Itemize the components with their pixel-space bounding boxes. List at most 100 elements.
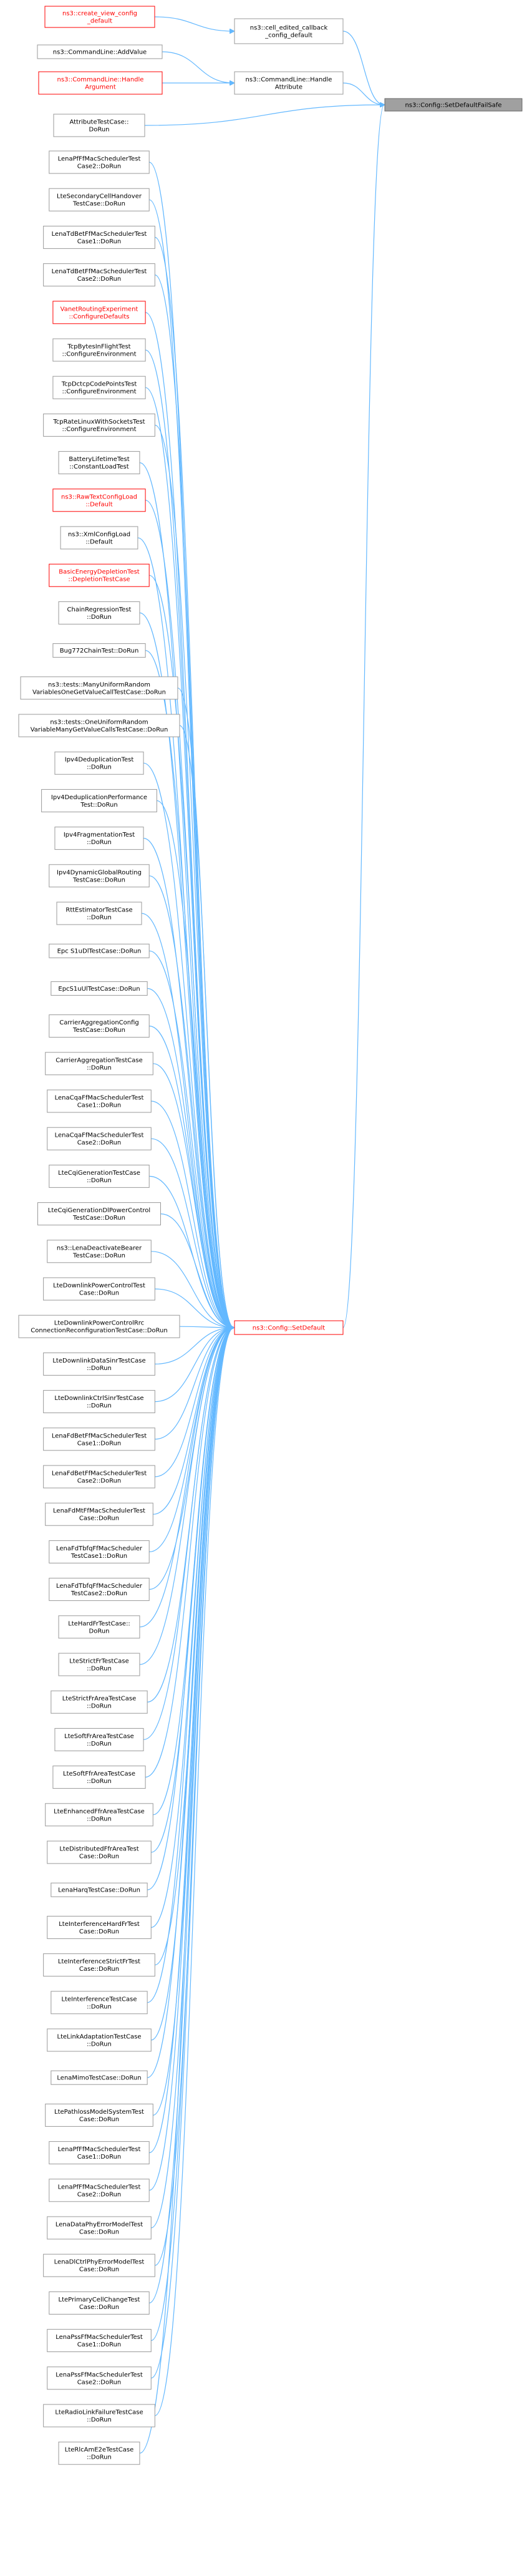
node-label: ::DoRun xyxy=(87,1666,112,1673)
node-box xyxy=(43,1352,155,1376)
caller-node[interactable]: LenaHarqTestCase::DoRun xyxy=(51,1882,148,1897)
node-label: Test::DoRun xyxy=(80,802,117,809)
node-label: TcpDctcpCodePointsTest xyxy=(61,381,137,388)
node-label: LenaCqaFfMacSchedulerTest xyxy=(55,1132,144,1139)
node-label: Case::DoRun xyxy=(79,1854,119,1860)
node-add-value[interactable]: ns3::CommandLine::AddValue xyxy=(37,44,163,59)
caller-node[interactable]: LteEnhancedFfrAreaTestCase::DoRun xyxy=(45,1803,153,1827)
node-label: Case::DoRun xyxy=(79,2116,119,2123)
caller-node[interactable]: LteStrictFrTestCase::DoRun xyxy=(58,1653,140,1676)
node-label: Case1::DoRun xyxy=(77,2154,122,2160)
caller-node[interactable]: CarrierAggregationTestCase::DoRun xyxy=(45,1052,153,1076)
caller-node[interactable]: LteDownlinkPowerControlRrcConnectionReco… xyxy=(18,1315,180,1338)
node-set-default[interactable]: ns3::Config::SetDefault xyxy=(234,1320,344,1335)
caller-node[interactable]: TcpRateLinuxWithSocketsTest::ConfigureEn… xyxy=(43,413,155,437)
caller-node[interactable]: RttEstimatorTestCase::DoRun xyxy=(56,902,142,925)
node-label: ::DoRun xyxy=(87,1064,112,1071)
node-cell-edited-callback[interactable]: ns3::cell_edited_callback_config_default xyxy=(234,18,344,44)
node-label: ::ConfigureEnvironment xyxy=(62,351,136,358)
node-label: TcpBytesInFlightTest xyxy=(67,344,130,351)
caller-node[interactable]: LenaMimoTestCase::DoRun xyxy=(51,2070,148,2085)
caller-node[interactable]: LteRadioLinkFailureTestCase::DoRun xyxy=(43,2404,155,2428)
caller-node[interactable]: VanetRoutingExperiment::ConfigureDefault… xyxy=(52,301,146,324)
caller-node[interactable]: EpcS1uUlTestCase::DoRun xyxy=(51,981,148,996)
node-create-view-config[interactable]: ns3::create_view_config_default xyxy=(44,6,155,28)
node-label: LenaFdMtFfMacSchedulerTest xyxy=(53,1508,145,1515)
caller-node[interactable]: ns3::RawTextConfigLoad::Default xyxy=(52,488,146,512)
caller-node[interactable]: Bug772ChainTest::DoRun xyxy=(52,643,146,658)
caller-node[interactable]: ns3::XmlConfigLoad::Default xyxy=(60,526,138,550)
caller-node[interactable]: Epc S1uDlTestCase::DoRun xyxy=(49,943,150,958)
caller-node[interactable]: Ipv4FragmentationTest::DoRun xyxy=(54,827,144,850)
caller-node[interactable]: LteCqiGenerationDlPowerControlTestCase::… xyxy=(37,1202,161,1226)
node-attribute-test[interactable]: AttributeTestCase::DoRun xyxy=(53,114,145,137)
node-box xyxy=(43,1953,155,1977)
caller-node[interactable]: LteDownlinkCtrlSinrTestCase::DoRun xyxy=(43,1390,155,1414)
node-box xyxy=(234,1320,344,1335)
edge-caller-to-set-default xyxy=(147,1328,234,2078)
caller-node[interactable]: LteSoftFrAreaTestCase::DoRun xyxy=(54,1728,144,1751)
caller-node[interactable]: Ipv4DeduplicationTest::DoRun xyxy=(54,751,144,775)
caller-node[interactable]: BasicEnergyDepletionTest::DepletionTestC… xyxy=(49,563,150,587)
caller-node[interactable]: TcpBytesInFlightTest::ConfigureEnvironme… xyxy=(52,338,146,362)
node-label: TestCase::DoRun xyxy=(72,1252,125,1259)
caller-node[interactable]: LteDownlinkDataSinrTestCase::DoRun xyxy=(43,1352,155,1376)
caller-node[interactable]: LteStrictFrAreaTestCase::DoRun xyxy=(51,1690,148,1714)
caller-node[interactable]: ns3::tests::OneUniformRandomVariableMany… xyxy=(18,714,180,737)
node-label: TestCase2::DoRun xyxy=(70,1590,127,1597)
caller-node[interactable]: ChainRegressionTest::DoRun xyxy=(58,601,140,625)
node-label: ::DoRun xyxy=(87,1815,112,1822)
edge-caller-to-set-default xyxy=(143,762,234,1328)
node-root[interactable]: ns3::Config::SetDefaultFailSafe xyxy=(384,98,523,112)
node-label: ::DoRun xyxy=(87,1177,112,1184)
edge-caller-to-set-default xyxy=(149,1328,234,1552)
node-label: LtePrimaryCellChangeTest xyxy=(59,2297,140,2303)
node-label: LenaPfFfMacSchedulerTest xyxy=(58,2184,141,2190)
node-box xyxy=(47,1915,152,1939)
caller-node[interactable]: BatteryLifetimeTest::ConstantLoadTest xyxy=(58,451,140,475)
node-box xyxy=(20,676,178,700)
node-label: Case2::DoRun xyxy=(77,1140,122,1147)
caller-node[interactable]: LteSoftFfrAreaTestCase::DoRun xyxy=(52,1766,146,1789)
caller-node[interactable]: LteRlcAmE2eTestCase::DoRun xyxy=(58,2441,140,2465)
caller-node[interactable]: LteInterferenceTestCase::DoRun xyxy=(51,1991,148,2015)
caller-node[interactable]: ns3::tests::ManyUniformRandomVariablesOn… xyxy=(20,676,178,700)
node-box xyxy=(58,1653,140,1676)
node-box xyxy=(54,1728,144,1751)
caller-node[interactable]: TcpDctcpCodePointsTest::ConfigureEnviron… xyxy=(52,376,146,399)
caller-node[interactable]: LteHardFrTestCase::DoRun xyxy=(58,1615,140,1639)
node-label: LteDistributedFfrAreaTest xyxy=(59,1846,138,1853)
caller-node[interactable]: LteCqiGenerationTestCase::DoRun xyxy=(49,1164,150,1188)
caller-node[interactable]: LteLinkAdaptationTestCase::DoRun xyxy=(47,2028,152,2052)
edge-caller-to-set-default xyxy=(139,1328,234,2454)
